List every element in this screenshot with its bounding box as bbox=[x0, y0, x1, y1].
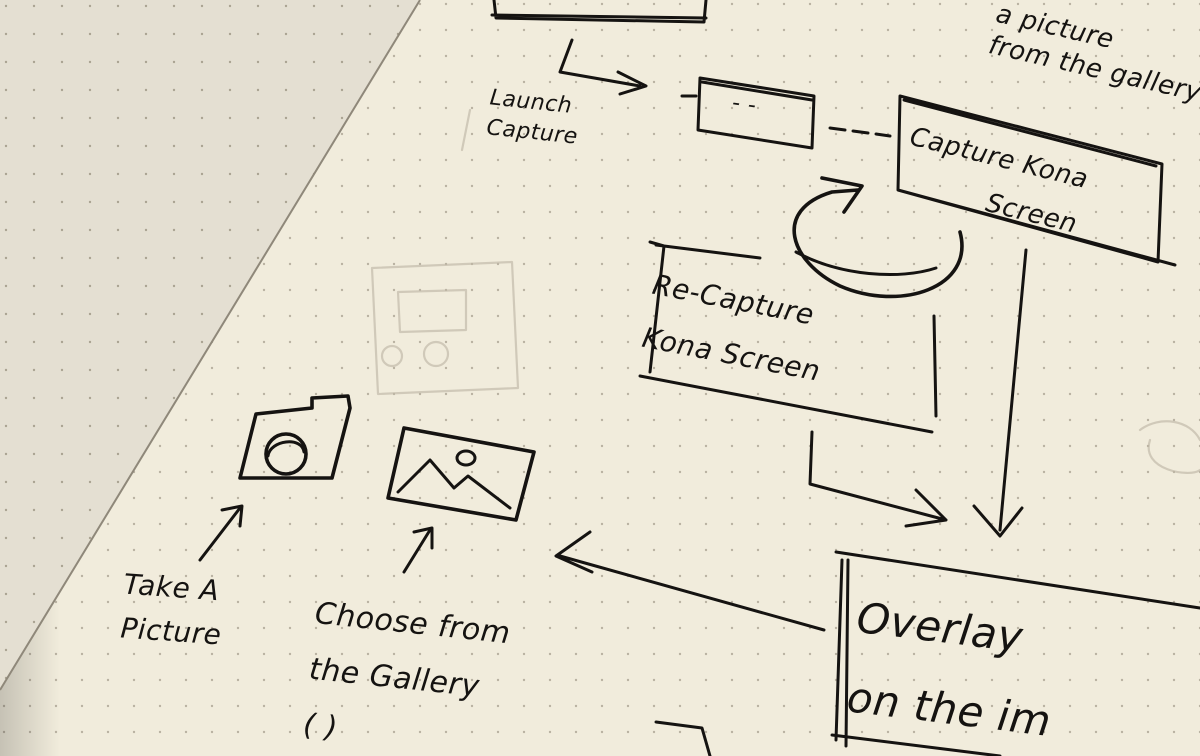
capture-to-overlay-arrow bbox=[972, 248, 1028, 538]
bleed-through-marks bbox=[370, 108, 1200, 474]
overlay-to-icons-arrow bbox=[554, 530, 826, 632]
launch-box bbox=[696, 76, 816, 150]
arrow-icon bbox=[198, 504, 244, 562]
recapture-to-overlay-arrow bbox=[808, 430, 948, 528]
capture-kona-box bbox=[896, 94, 1177, 267]
gallery-image-icon bbox=[386, 426, 536, 522]
overlay-box bbox=[830, 550, 1200, 756]
top-partial-box bbox=[490, 0, 708, 24]
launch-box-label: - - bbox=[730, 90, 758, 119]
choose-from-gallery-label: Choose from the Gallery ( ) bbox=[301, 595, 513, 746]
launch-capture-label: Launch Capture bbox=[485, 85, 580, 150]
camera-icon bbox=[238, 394, 352, 480]
launch-arrow bbox=[558, 38, 648, 96]
recapture-kona-box bbox=[638, 240, 938, 434]
overlay-label: Overlay on the im bbox=[844, 592, 1054, 746]
take-a-picture-label: Take A Picture bbox=[119, 567, 223, 652]
arrow-icon bbox=[402, 526, 434, 574]
cycle-arrow-icon bbox=[792, 176, 964, 299]
